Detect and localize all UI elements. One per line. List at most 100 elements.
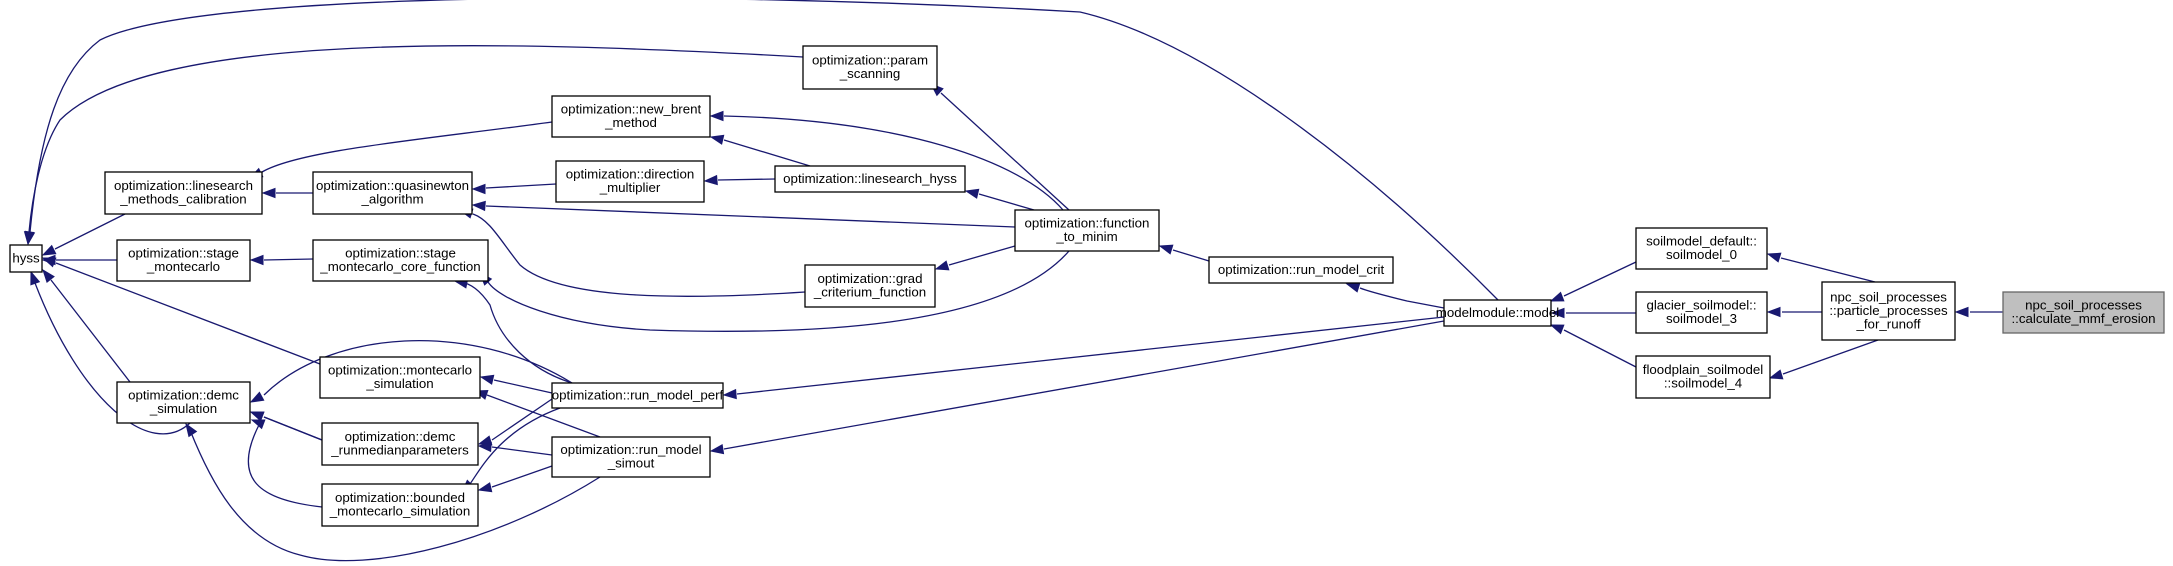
node-label-line: glacier_soilmodel:: (1646, 298, 1756, 313)
node-linesearch-methods-calibration[interactable]: optimization::linesearch_methods_calibra… (104, 171, 263, 215)
node-box (1821, 281, 1956, 341)
node-run-model-simout[interactable]: optimization::run_model_simout (551, 436, 711, 478)
arrowhead-icon (709, 110, 724, 122)
node-quasinewton-algorithm[interactable]: optimization::quasinewton_algorithm (312, 171, 473, 215)
edge-calculate_mmf_erosion-to-particle_processes_for_runoff (1954, 306, 2003, 318)
node-stage-montecarlo-core-function[interactable]: optimization::stage_montecarlo_core_func… (312, 239, 489, 282)
arrowhead-icon (709, 134, 725, 145)
node-montecarlo-simulation[interactable]: optimization::montecarlo_simulation (319, 356, 481, 399)
edge-line (491, 446, 553, 456)
node-label-line: _scanning (839, 66, 901, 81)
arrowhead-icon (479, 374, 495, 385)
node-label-line: soilmodel_0 (1666, 247, 1737, 262)
node-label-line: _montecarlo_core_function (319, 259, 480, 274)
edge-demc_simulation-to-hyss (42, 268, 131, 383)
edge-line (723, 115, 1064, 211)
edge-line (1172, 249, 1210, 262)
node-direction-multiplier[interactable]: optimization::direction_multiplier (555, 160, 705, 203)
node-new-brent-method[interactable]: optimization::new_brent_method (551, 95, 711, 138)
arrowhead-icon (249, 411, 265, 422)
node-label-line: ::soilmodel_4 (1664, 376, 1742, 391)
node-box (116, 239, 251, 282)
node-label-line: _criterium_function (813, 285, 926, 300)
arrowhead-icon (471, 183, 486, 195)
arrowhead-icon (1954, 306, 1969, 318)
edge-run_model_simout-to-demc_runmedianparameters (477, 441, 553, 456)
arrowhead-icon (1766, 252, 1782, 263)
arrowhead-icon (249, 254, 264, 266)
node-box (116, 381, 251, 424)
edge-run_model_simout-to-demc_simulation (185, 422, 601, 562)
node-grad-criterium-function[interactable]: optimization::grad_criterium_function (804, 264, 936, 308)
edge-modelmodule_model-to-run_model_perf (722, 316, 1445, 400)
arrowhead-icon (703, 174, 718, 186)
node-label-line: _simulation (365, 376, 433, 391)
node-label-line: _runmedianparameters (330, 443, 469, 458)
edge-param_scanning-to-hyss (23, 45, 804, 246)
node-label-line: _montecarlo_simulation (329, 504, 470, 519)
node-label-line: optimization::function (1025, 216, 1150, 231)
edge-line (487, 250, 1070, 333)
arrowhead-icon (1345, 282, 1361, 293)
node-label-line: optimization::bounded (335, 490, 465, 505)
node-box (9, 244, 43, 273)
edge-line (723, 139, 811, 167)
node-label-line: _to_minim (1055, 229, 1117, 244)
node-box (312, 171, 473, 215)
edge-line (34, 282, 191, 435)
node-soilmodel-4[interactable]: floodplain_soilmodel::soilmodel_4 (1635, 355, 1771, 399)
edge-line (1782, 339, 1879, 375)
node-stage-montecarlo[interactable]: optimization::stage_montecarlo (116, 239, 251, 282)
edge-line (263, 416, 323, 441)
arrowhead-icon (1550, 307, 1565, 319)
edge-line (1780, 257, 1876, 283)
node-demc-simulation[interactable]: optimization::demc_simulation (116, 381, 251, 424)
node-param-scanning[interactable]: optimization::param_scanning (802, 45, 938, 90)
node-label-line: _algorithm (360, 192, 423, 207)
edge-line (736, 316, 1445, 395)
edge-particle_processes_for_runoff-to-soilmodel_4 (1768, 339, 1879, 380)
edge-line (1563, 329, 1637, 368)
arrowhead-icon (41, 257, 57, 268)
node-soilmodel-0[interactable]: soilmodel_default::soilmodel_0 (1635, 227, 1768, 270)
edge-line (261, 121, 553, 173)
node-label-line: optimization::montecarlo (328, 363, 472, 378)
node-modelmodule-model[interactable]: modelmodule::model (1436, 299, 1559, 327)
node-label-line: optimization::run_model (560, 442, 701, 457)
edge-particle_processes_for_runoff-to-soilmodel_3 (1766, 306, 1822, 318)
node-particle-processes-for-runoff[interactable]: npc_soil_processes::particle_processes_f… (1821, 281, 1956, 341)
node-box (1014, 209, 1160, 252)
arrowhead-icon (250, 419, 266, 430)
edge-particle_processes_for_runoff-to-soilmodel_0 (1766, 252, 1876, 283)
node-box (312, 239, 489, 282)
node-function-to-minim[interactable]: optimization::function_to_minim (1014, 209, 1160, 252)
arrowhead-icon (249, 391, 265, 403)
edge-line (472, 213, 806, 297)
edge-line (1359, 287, 1445, 309)
node-label-line: optimization::linesearch_hyss (783, 171, 957, 186)
edge-grad_criterium_function-to-quasinewton_algorithm (458, 208, 806, 297)
edge-linesearch_hyss-to-new_brent_method (709, 134, 811, 167)
node-label-line: _simout (607, 456, 655, 471)
node-bounded-montecarlo-simulation[interactable]: optimization::bounded_montecarlo_simulat… (321, 483, 479, 527)
node-box (555, 160, 705, 203)
node-run-model-perf[interactable]: optimization::run_model_perf (551, 382, 724, 409)
node-hyss[interactable]: hyss (9, 244, 43, 273)
node-soilmodel-3[interactable]: glacier_soilmodel::soilmodel_3 (1635, 291, 1768, 334)
arrowhead-icon (722, 388, 737, 400)
arrowhead-icon (23, 231, 35, 246)
edge-modelmodule_model-to-run_model_simout (709, 320, 1445, 455)
edge-line (28, 45, 804, 233)
node-box (774, 165, 966, 193)
edge-line (469, 407, 561, 485)
edge-function_to_minim-to-quasinewton_algorithm (471, 200, 1016, 228)
arrowhead-icon (477, 441, 492, 453)
node-linesearch-hyss[interactable]: optimization::linesearch_hyss (774, 165, 966, 193)
node-label-line: npc_soil_processes (2025, 298, 2142, 313)
arrowhead-icon (1549, 291, 1565, 302)
node-label-line: ::calculate_mmf_erosion (2011, 311, 2155, 326)
node-run-model-crit[interactable]: optimization::run_model_crit (1208, 256, 1394, 284)
arrowhead-icon (41, 244, 57, 256)
edge-function_to_minim-to-stage_montecarlo_core_function (479, 250, 1070, 333)
node-demc-runmedianparameters[interactable]: optimization::demc_runmedianparameters (321, 422, 479, 466)
